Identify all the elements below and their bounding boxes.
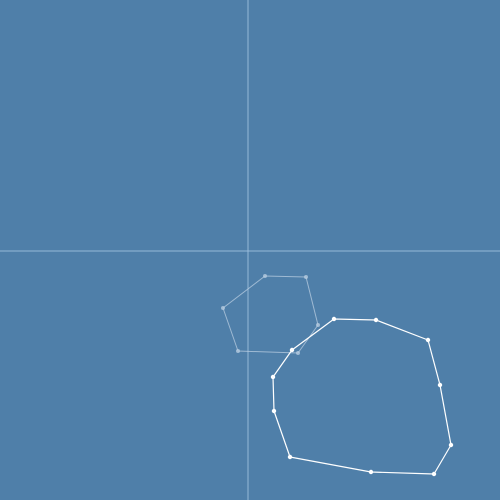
active-polygon-vertex-handle[interactable] — [287, 454, 293, 460]
ghost-polygon-vertex-handle[interactable] — [263, 274, 267, 278]
ghost-polygon-vertex-handle[interactable] — [236, 349, 240, 353]
active-polygon-vertex-handle[interactable] — [448, 442, 454, 448]
active-polygon-vertex-handle[interactable] — [271, 408, 277, 414]
active-polygon-vertex-handle[interactable] — [425, 337, 431, 343]
active-polygon-vertex-handle[interactable] — [373, 317, 379, 323]
active-polygon-vertex-handle[interactable] — [270, 374, 276, 380]
ghost-polygon-vertex-handle[interactable] — [316, 323, 320, 327]
active-polygon-vertex-handle[interactable] — [331, 316, 337, 322]
active-polygon-outline[interactable] — [272, 318, 452, 475]
ghost-polygon-vertex-handle[interactable] — [221, 306, 225, 310]
active-polygon-vertex-handle[interactable] — [431, 471, 437, 477]
active-polygon-vertex-handle[interactable] — [437, 382, 443, 388]
ghost-polygon-group[interactable] — [221, 274, 320, 355]
active-polygon-vertex-handle[interactable] — [289, 347, 295, 353]
active-polygon-vertex-handle[interactable] — [368, 469, 374, 475]
ghost-polygon-vertex-handle[interactable] — [296, 351, 300, 355]
ghost-polygon-vertex-handle[interactable] — [304, 275, 308, 279]
active-polygon-group[interactable] — [270, 316, 454, 477]
